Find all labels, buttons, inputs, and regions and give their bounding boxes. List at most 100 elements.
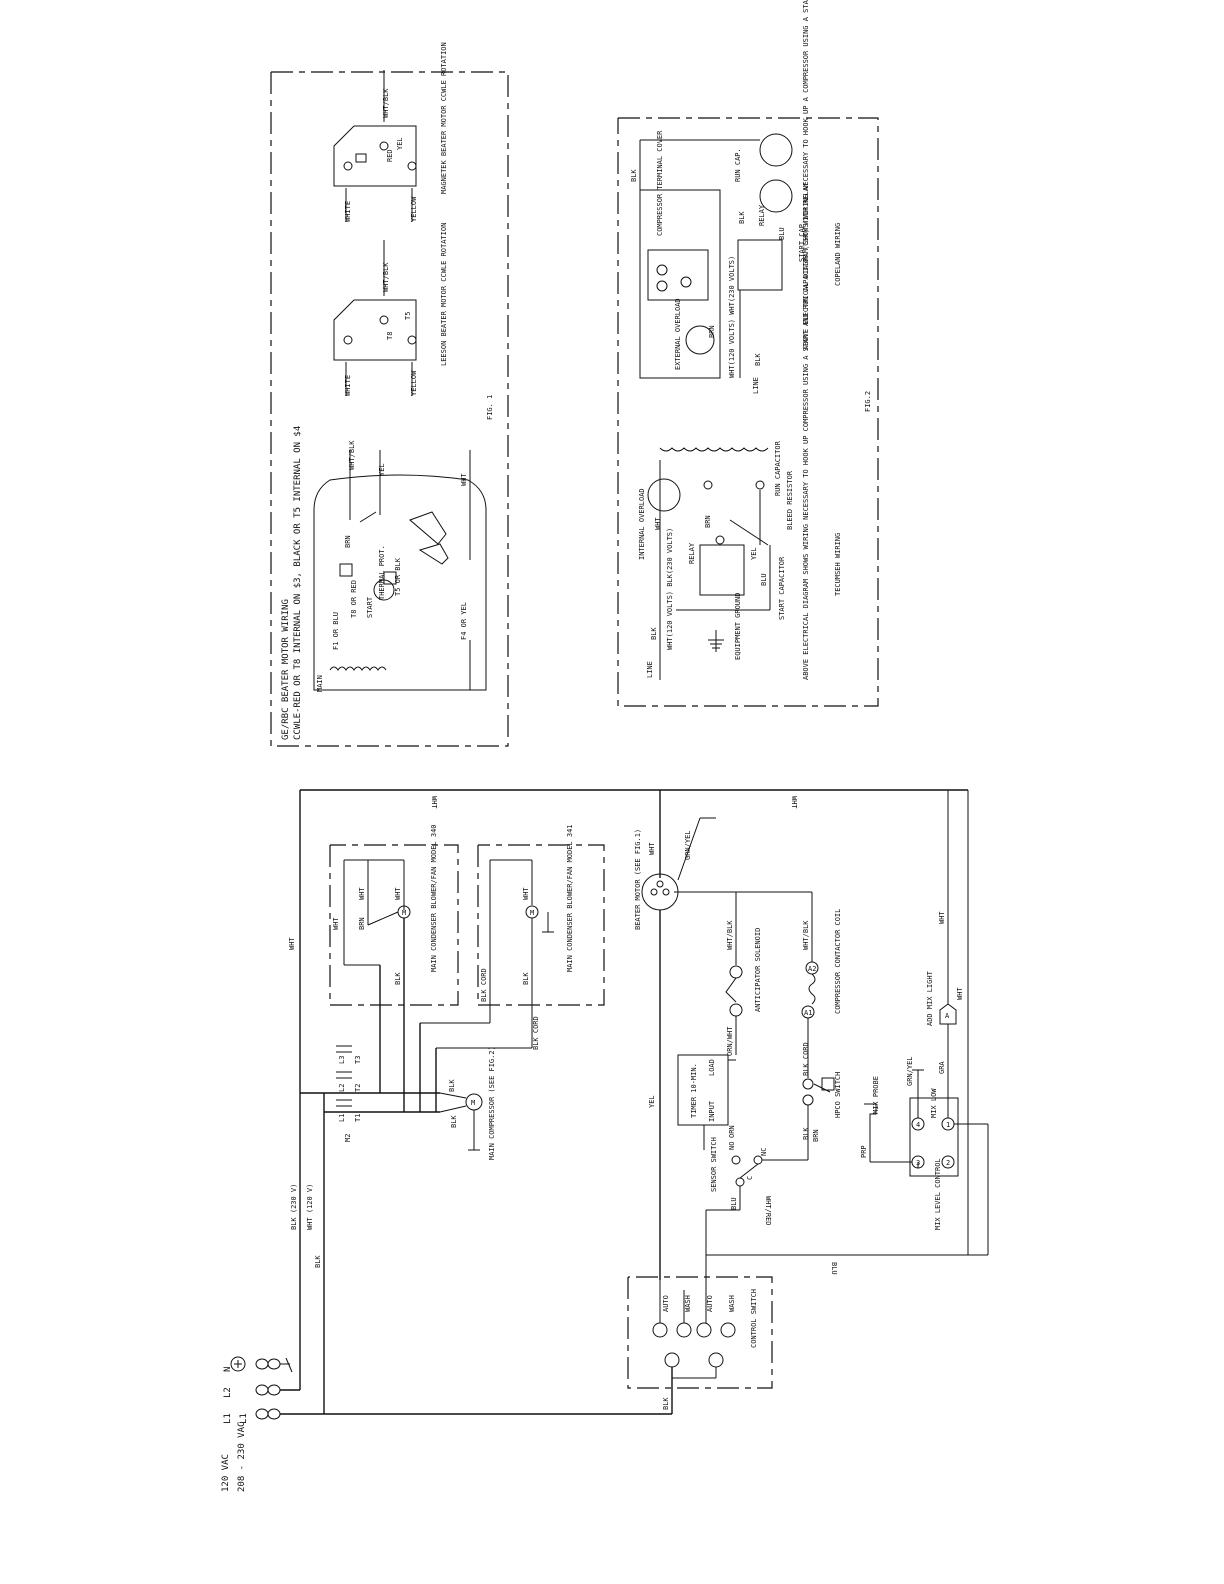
terminal-l1-label: L1	[223, 1413, 233, 1424]
fig1-brn: BRN	[344, 535, 352, 548]
main-schematic: WHT WHT WHT BLK (230 V) WHT (120 V) BLK …	[288, 789, 989, 1414]
leeson-t8: T8	[386, 332, 394, 340]
fig1-t5blk: T5 OR BLK	[394, 557, 402, 596]
fig1-main: MAIN	[316, 675, 324, 692]
contactor-t2: T2	[354, 1084, 362, 1092]
tec-run-cap: RUN CAPACITOR	[774, 440, 782, 496]
plug-terminals	[255, 1357, 672, 1420]
cop-terminal-cover-label: COMPRESSOR TERMINAL COVER	[656, 130, 664, 236]
mix-level-control-label: MIX LEVEL CONTROL	[934, 1158, 942, 1230]
cop-relay: RELAY	[758, 204, 766, 226]
fig1-yel: YEL	[378, 463, 386, 476]
mix-probe-icon	[864, 1103, 877, 1120]
mix-low-label: MIX LOW	[930, 1088, 938, 1118]
tec-internal-overload-icon	[647, 478, 681, 512]
sensor-switch: SENSOR SWITCH NO ORN NC C BLU WHT/RED	[705, 1125, 808, 1300]
leeson-wht-blk: WHT/BLK	[382, 262, 390, 292]
cond340-brn: BRN	[358, 917, 366, 930]
tec-equipment-ground: EQUIPMENT GROUND	[734, 593, 742, 660]
cond340-wht3: WHT	[394, 887, 402, 900]
contactor-l2: L2	[338, 1084, 346, 1092]
wire-label-blk-supply: BLK	[314, 1255, 322, 1268]
sensor-c: C	[746, 1176, 754, 1180]
wire-label-wht-top-right: WHT	[790, 796, 798, 809]
cond340-wht: WHT	[332, 917, 340, 930]
compressor-contactor-coil: A2 A1 WHT/BLK BLK CORD COMPRESSOR CONTAC…	[801, 892, 842, 1078]
hpco-switch: HPCO SWITCH BLK BRN	[802, 1072, 842, 1160]
cond340-wht2: WHT	[358, 887, 366, 900]
leeson-white: WHITE	[344, 375, 352, 396]
magnetek-yellow: YELLOW	[410, 196, 418, 222]
fig1-f1blu: F1 OR BLU	[332, 612, 340, 650]
cop-blu: BLU	[778, 227, 786, 240]
timer-input: INPUT	[708, 1100, 716, 1122]
ground-icon	[230, 1356, 246, 1372]
add-mix-light-icon	[939, 1003, 957, 1025]
condenser-341-m: M	[530, 909, 534, 917]
tec-yel: YEL	[750, 547, 758, 560]
sensor-wht-red: WHT/RED	[764, 1196, 772, 1226]
contactor-m2-label: M2	[344, 1134, 352, 1142]
anticipator-label: ANTICIPATOR SOLENOID	[754, 928, 762, 1012]
main-winding-icon	[329, 666, 387, 671]
contactor-l1: L1	[338, 1114, 346, 1122]
tec-blu: BLU	[760, 573, 768, 586]
add-mix-wht: WHT	[938, 911, 946, 924]
fig1-panel: GE/RBC BEATER MOTOR WIRING CCWLE-RED OR …	[270, 42, 509, 747]
cop-brn: BRN	[708, 325, 716, 338]
tec-bleed-resistor: BLEED RESISTOR	[786, 470, 794, 530]
magnetek-red: RED	[386, 149, 394, 162]
add-mix-light: A ADD MIX LIGHT WHT WHT	[926, 911, 964, 1026]
cond341-blk-cord: BLK CORD	[480, 968, 488, 1002]
cond341-blk: BLK	[522, 972, 530, 985]
tec-start-cap: START CAPACITOR	[778, 556, 786, 620]
fig1-title: GE/RBC BEATER MOTOR WIRING	[281, 599, 291, 740]
supply-208vac: 208 - 230 VAC	[237, 1422, 247, 1492]
anticipator-solenoid: WHT/BLK ORN/WHT ANTICIPATOR SOLENOID	[725, 892, 762, 1056]
supply-120vac: 120 VAC	[221, 1454, 231, 1492]
timer-label: TIMER 10-MIN.	[690, 1063, 698, 1118]
fig2-panel: FIG.2 LINE BLK WHT(120 VOLTS) BLK(230 VO…	[617, 0, 879, 707]
control-blk: BLK	[662, 1397, 670, 1410]
fig1-label: FIG. 1	[486, 395, 494, 420]
magnetek-yel: YEL	[396, 137, 404, 150]
terminal-l2-label: L2	[223, 1387, 233, 1398]
add-mix-label: ADD MIX LIGHT	[926, 970, 934, 1026]
terminal-l1b-label: L1	[239, 1413, 249, 1424]
main-compressor-label: MAIN COMPRESSOR (SEE FIG.2)	[488, 1046, 496, 1160]
cond341-blk-cord2: BLK CORD	[532, 1016, 540, 1050]
leeson-yellow: YELLOW	[410, 370, 418, 396]
magnetek-label: MAGNETEK BEATER MOTOR CCWLE ROTATION	[440, 42, 448, 194]
cop-start-cap-icon	[759, 179, 793, 213]
tec-note: ABOVE ELECTRICAL DIAGRAM SHOWS WIRING NE…	[802, 182, 810, 680]
control-switch-label: CONTROL SWITCH	[750, 1289, 758, 1348]
mix-probe-label: MIX PROBE	[872, 1076, 880, 1114]
leeson-motor-outline	[333, 299, 417, 361]
control-wash: WASH	[684, 1295, 692, 1312]
tec-winding-icon	[659, 447, 769, 452]
mix-terminal-4: 4	[916, 1121, 920, 1129]
cop-blk: BLK	[754, 353, 762, 366]
mix-terminal-2: 2	[946, 1159, 950, 1167]
centrifugal-switch-icon	[409, 511, 447, 545]
add-mix-a: A	[945, 1012, 950, 1020]
cond341-wht: WHT	[522, 887, 530, 900]
timer-load: LOAD	[708, 1059, 716, 1076]
condenser-340-label: MAIN CONDENSER BLOWER/FAN MODEL 340	[430, 824, 438, 972]
contactor-m2: M2 L1 L2 L3 T1 T2 T3	[336, 1045, 362, 1142]
anticipator-orn-wht: ORN/WHT	[726, 1026, 734, 1056]
control-auto2: AUTO	[706, 1295, 714, 1312]
control-switch: AUTO WASH AUTO WASH CONTROL SWITCH BLK	[627, 1276, 773, 1414]
fig1-thermal: THERMAL PROT.	[378, 545, 386, 600]
beater-motor: WHT GRN/YEL BEATER MOTOR (SEE FIG.1) YEL	[634, 790, 812, 1280]
timer-box	[677, 1054, 729, 1126]
control-wash2: WASH	[728, 1295, 736, 1312]
sensor-no: NO	[728, 1142, 736, 1150]
beater-grn-yel: GRN/YEL	[684, 830, 692, 860]
tec-line: LINE	[646, 661, 654, 678]
cop-external-overload: EXTERNAL OVERLOAD	[674, 298, 682, 370]
cop-run-cap-icon	[759, 133, 793, 167]
tec-relay: RELAY	[688, 542, 696, 564]
tec-internal-overload: INTERNAL OVERLOAD	[638, 488, 646, 560]
